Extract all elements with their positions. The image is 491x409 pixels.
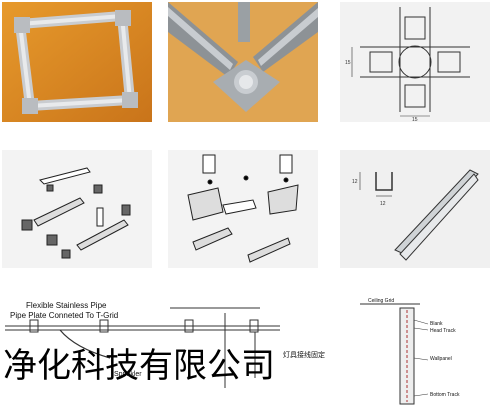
photo-frame <box>2 2 152 122</box>
wall-label-bottom-track: Bottom Track <box>430 392 460 398</box>
exploded-assembly-2 <box>168 150 318 268</box>
channel-dim-width: 12 <box>380 201 386 207</box>
photo-connector <box>168 2 318 122</box>
cross-dim-side: 15 <box>345 60 351 66</box>
cross-section-drawing: 15 15 <box>340 2 490 122</box>
u-channel-profile: 12 12 <box>340 150 490 268</box>
watermark-text: 净化科技有限公司 <box>3 346 275 386</box>
exploded-assembly-1 <box>2 150 152 268</box>
pipe-label-chinese-note: 灯具接线固定 <box>283 352 325 359</box>
channel-dim-height: 12 <box>352 179 358 185</box>
wall-section-diagram <box>340 288 491 409</box>
wall-label-blank: Blank <box>430 321 443 327</box>
wall-label-wallpanel: Wallpanel <box>430 356 452 362</box>
pipe-label-line2: Pipe Plate Conneted To T-Grid <box>10 311 119 320</box>
wall-label-ceiling-grid: Ceiling Grid <box>368 298 395 304</box>
pipe-diagram <box>0 288 336 409</box>
wall-label-head-track: Head Track <box>430 328 456 334</box>
cross-dim-bottom: 15 <box>412 117 418 122</box>
pipe-label-sprinkler: Sprinkler <box>114 371 142 378</box>
pipe-label-line1: Flexible Stainless Pipe <box>26 301 107 310</box>
